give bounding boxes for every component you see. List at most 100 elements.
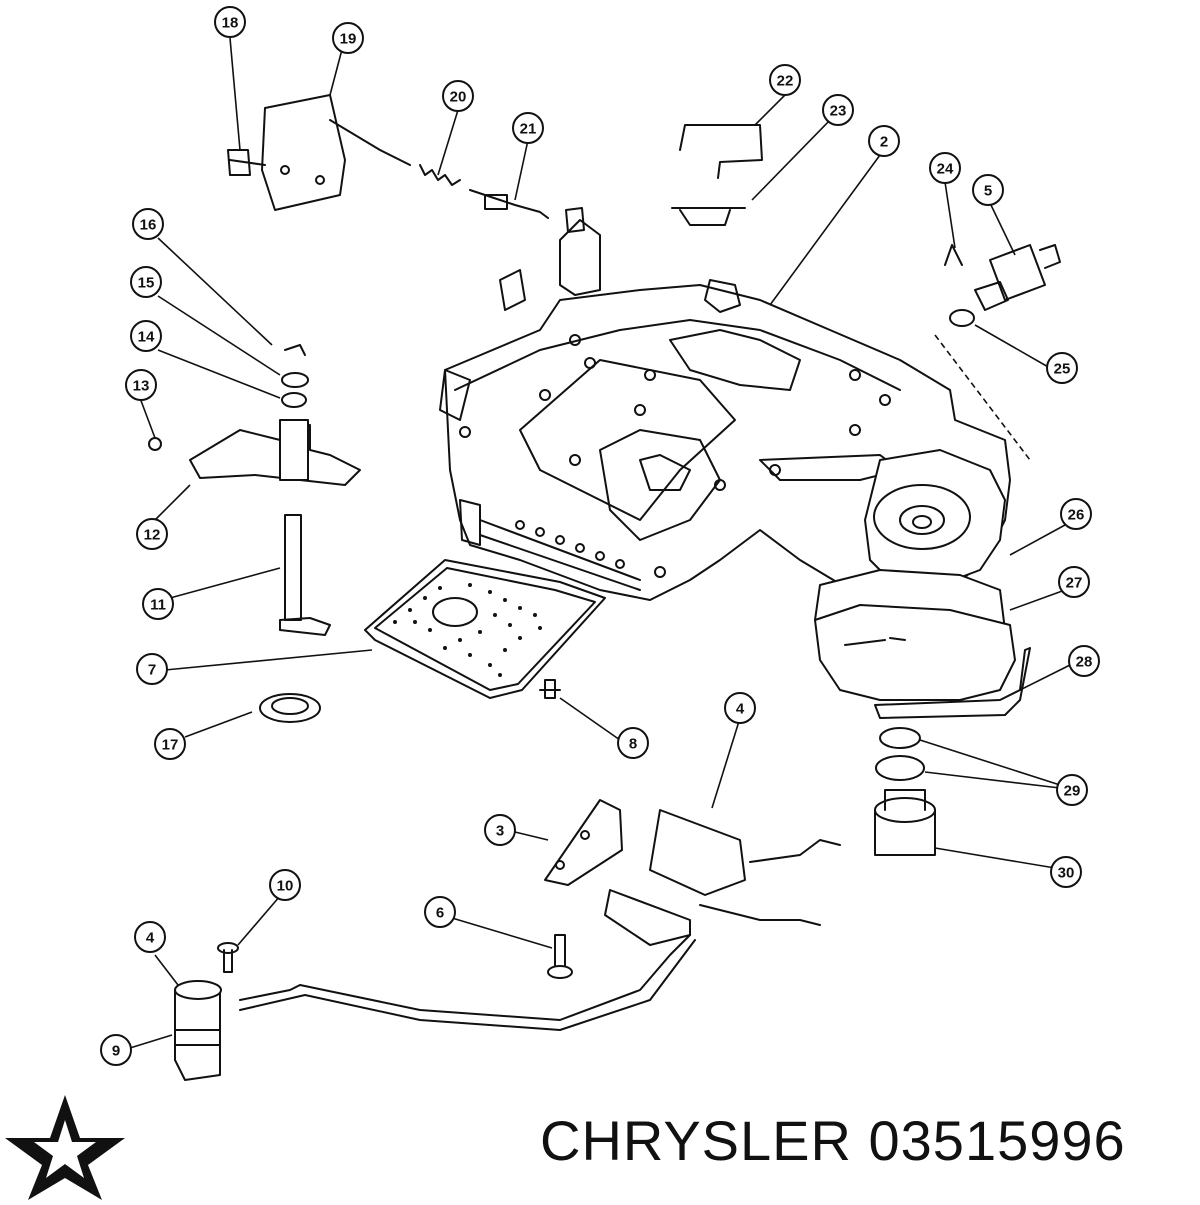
callout-circle [332, 22, 364, 54]
callout-number: 26 [1068, 507, 1085, 524]
callout-7: 7 [136, 653, 168, 685]
callout-16: 16 [132, 208, 164, 240]
callout-circle [136, 518, 168, 550]
seal-17 [259, 693, 321, 723]
manual-lever-bracket [227, 94, 346, 211]
callout-10: 10 [269, 869, 301, 901]
callout-circle [424, 896, 456, 928]
callout-circle [132, 208, 164, 240]
spring-part [329, 119, 549, 219]
wiring-harness [239, 934, 696, 1031]
callout-circle [1058, 566, 1090, 598]
callout-circle [769, 64, 801, 96]
callout-circle [822, 94, 854, 126]
callout-12: 12 [136, 518, 168, 550]
brand-name: CHRYSLER [540, 1109, 852, 1172]
callout-14: 14 [130, 320, 162, 352]
callout-number: 17 [162, 737, 179, 754]
bracket-3 [544, 799, 623, 886]
callout-21: 21 [512, 112, 544, 144]
callout-26: 26 [1060, 498, 1092, 530]
callout-circle [617, 727, 649, 759]
oil-filter [364, 559, 606, 699]
callout-4: 4 [134, 921, 166, 953]
callout-circle [929, 152, 961, 184]
callout-circle [134, 921, 166, 953]
callout-number: 4 [736, 701, 745, 718]
callout-11: 11 [142, 588, 174, 620]
callout-number: 15 [138, 275, 155, 292]
callout-28: 28 [1068, 645, 1100, 677]
callout-number: 19 [340, 31, 357, 48]
callout-number: 25 [1054, 361, 1071, 378]
callout-8: 8 [617, 727, 649, 759]
callout-27: 27 [1058, 566, 1090, 598]
callout-circle [724, 692, 756, 724]
callout-number: 23 [830, 103, 847, 120]
orings-29 [875, 727, 925, 781]
callout-5: 5 [972, 174, 1004, 206]
callout-circle [130, 320, 162, 352]
callout-number: 4 [146, 930, 155, 947]
callout-25: 25 [1046, 352, 1078, 384]
callout-circle [100, 1034, 132, 1066]
callout-4: 4 [724, 692, 756, 724]
callout-number: 5 [984, 183, 992, 200]
callout-number: 16 [140, 217, 157, 234]
solenoid-5 [944, 244, 1061, 327]
callout-13: 13 [125, 369, 157, 401]
callout-20: 20 [442, 80, 474, 112]
callout-17: 17 [154, 728, 186, 760]
callout-number: 11 [150, 597, 166, 614]
callout-6: 6 [424, 896, 456, 928]
callout-circle [136, 653, 168, 685]
connector-9 [174, 980, 222, 1081]
callout-number: 2 [880, 134, 888, 151]
callout-number: 28 [1076, 654, 1093, 671]
callout-labels: 18 19 20 21 22 23 2 24 5 16 15 14 13 25 12 26 27 11 7 28 4 17… [100, 6, 1100, 1066]
callout-number: 3 [496, 823, 504, 840]
callout-29: 29 [1056, 774, 1088, 806]
callout-circle [125, 369, 157, 401]
callout-2: 2 [868, 125, 900, 157]
callout-23: 23 [822, 94, 854, 126]
leader-lines [129, 37, 1071, 1049]
callout-number: 18 [222, 15, 239, 32]
screw-8 [539, 679, 561, 699]
callout-circle [269, 869, 301, 901]
callout-circle [130, 266, 162, 298]
callout-circle [214, 6, 246, 38]
callout-circle [1056, 774, 1088, 806]
shift-lever-parts [148, 344, 361, 636]
callout-circle [972, 174, 1004, 206]
callout-circle [442, 80, 474, 112]
callout-number: 21 [520, 121, 537, 138]
chrysler-pentastar-icon [0, 1090, 130, 1200]
callout-19: 19 [332, 22, 364, 54]
callout-circle [1050, 856, 1082, 888]
callout-30: 30 [1050, 856, 1082, 888]
screw-6 [547, 934, 573, 979]
callout-number: 9 [112, 1043, 120, 1060]
callout-number: 20 [450, 89, 467, 106]
callout-15: 15 [130, 266, 162, 298]
callout-circle [484, 814, 516, 846]
callout-number: 30 [1058, 865, 1075, 882]
callout-number: 7 [148, 662, 156, 679]
callout-number: 12 [144, 527, 161, 544]
callout-circle [142, 588, 174, 620]
solenoid-30 [874, 789, 936, 856]
callout-circle [512, 112, 544, 144]
callout-circle [1068, 645, 1100, 677]
callout-24: 24 [929, 152, 961, 184]
part-number: 03515996 [868, 1109, 1126, 1172]
callout-number: 14 [138, 329, 155, 346]
callout-number: 27 [1066, 575, 1083, 592]
callout-number: 10 [277, 878, 294, 895]
callout-22: 22 [769, 64, 801, 96]
callout-number: 24 [937, 161, 954, 178]
callout-number: 8 [629, 736, 637, 753]
callout-18: 18 [214, 6, 246, 38]
callout-circle [1060, 498, 1092, 530]
